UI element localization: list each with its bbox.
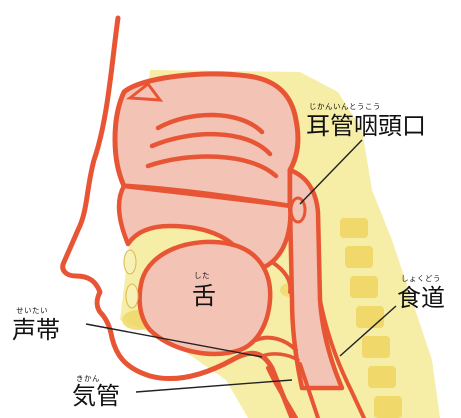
eustachian-label: 耳管咽頭口 [306, 112, 426, 140]
vocal-cords-label: 声帯 [12, 316, 60, 344]
trachea-label: 気管 [72, 382, 120, 410]
esophagus-ruby: しょくどう [401, 274, 441, 283]
esophagus-label: 食道 [397, 284, 445, 312]
tongue-label: 舌 [192, 282, 216, 310]
eustachian-ruby: じかんいんとうこう [309, 102, 381, 111]
vocal-cords-ruby: せいたい [16, 306, 48, 315]
tongue-ruby: した [194, 271, 210, 280]
